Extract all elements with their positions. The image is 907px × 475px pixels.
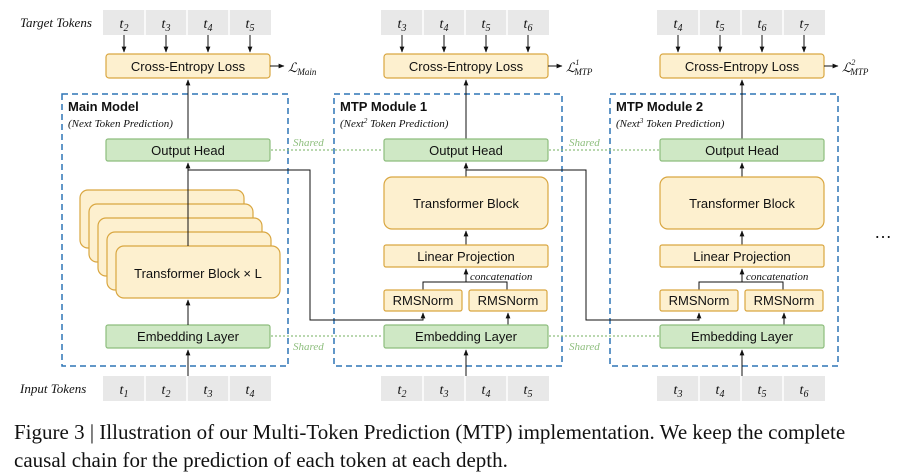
mtp1-input-tokens: t2 t3 t4 t5 [381, 376, 549, 401]
main-input-tokens: t1 t2 t3 t4 [103, 376, 271, 401]
mtp-module-2-subtitle: (Next3 Token Prediction) [616, 117, 725, 130]
mtp2-rmsnorm-right-label: RMSNorm [754, 293, 815, 308]
ellipsis: … [874, 222, 892, 242]
mtp1-linear-label: Linear Projection [417, 249, 515, 264]
mtp1-output-head-label: Output Head [429, 143, 503, 158]
mtp-module-2-title: MTP Module 2 [616, 99, 703, 114]
mtp2-transformer-box [659, 176, 825, 230]
mtp1-to-mtp2-connector [466, 169, 702, 321]
mtp2-output-head-box [659, 138, 825, 162]
main-input-token: t1 [120, 383, 129, 400]
shared-label: Shared [293, 341, 324, 353]
input-tokens-label: Input Tokens [19, 381, 86, 396]
mtp-module-1-border [333, 93, 563, 367]
figure-caption: Figure 3 | Illustration of our Multi-Tok… [14, 420, 846, 472]
mtp1-target-token: t5 [482, 17, 491, 34]
mtp1-embedding-label: Embedding Layer [415, 329, 518, 344]
main-target-token: t3 [162, 17, 171, 34]
main-to-mtp1-connector [188, 169, 426, 321]
mtp2-target-token: t6 [758, 17, 767, 34]
mtp2-target-token: t5 [716, 17, 725, 34]
mtp1-output-head-box [383, 138, 549, 162]
mtp-module-1-title: MTP Module 1 [340, 99, 427, 114]
mtp-module-1-subtitle: (Next2 Token Prediction) [340, 117, 449, 130]
mtp1-transformer-label: Transformer Block [413, 196, 519, 211]
main-input-token: t4 [246, 383, 255, 400]
mtp-module-2-column: MTP Module 2 (Next3 Token Prediction) t4… [609, 10, 869, 401]
mtp2-linear-box [659, 244, 825, 268]
mtp1-rmsnorm-right-label: RMSNorm [478, 293, 539, 308]
mtp1-target-token: t4 [440, 17, 449, 34]
main-transformer-stack [79, 189, 281, 299]
main-target-token: t5 [246, 17, 255, 34]
main-embedding-label: Embedding Layer [137, 329, 240, 344]
mtp2-input-token: t4 [716, 383, 725, 400]
mtp2-target-tokens: t4 t5 t6 t7 [657, 10, 825, 35]
main-loss-label: Cross-Entropy Loss [131, 59, 246, 74]
mtp2-input-token: t5 [758, 383, 767, 400]
mtp1-rmsnorm-left-box [383, 289, 463, 312]
mtp2-loss-label: Cross-Entropy Loss [685, 59, 800, 74]
mtp1-input-token: t2 [398, 383, 407, 400]
mtp2-concatenation-label: concatenation [746, 271, 809, 283]
mtp2-input-token: t3 [674, 383, 683, 400]
mtp2-rmsnorm-left-box [659, 289, 739, 312]
mtp2-target-token: t4 [674, 17, 683, 34]
mtp1-linear-box [383, 244, 549, 268]
mtp2-input-tokens: t3 t4 t5 t6 [657, 376, 825, 401]
mtp1-concatenation-label: concatenation [470, 271, 533, 283]
mtp2-linear-label: Linear Projection [693, 249, 791, 264]
main-target-tokens: t2 t3 t4 t5 [103, 10, 271, 35]
main-input-token: t2 [162, 383, 171, 400]
shared-label: Shared [569, 137, 600, 149]
mtp2-rmsnorm-right-box [744, 289, 824, 312]
mtp-architecture-diagram: Target Tokens Input Tokens Main Model (N… [19, 10, 892, 401]
mtp1-rmsnorm-right-box [468, 289, 548, 312]
main-target-token: t4 [204, 17, 213, 34]
mtp2-input-token: t6 [800, 383, 809, 400]
main-output-head-label: Output Head [151, 143, 225, 158]
mtp2-embedding-box [659, 324, 825, 349]
main-target-token: t2 [120, 17, 129, 34]
mtp2-transformer-label: Transformer Block [689, 196, 795, 211]
main-model-column: Main Model (Next Token Prediction) t2 t3… [61, 10, 317, 401]
mtp1-input-token: t5 [524, 383, 533, 400]
cross-module-connections: Shared Shared Shared Shared [188, 137, 702, 353]
mtp1-loss-label: Cross-Entropy Loss [409, 59, 524, 74]
main-loss-symbol: ℒMain [288, 60, 317, 77]
main-input-token: t3 [204, 383, 213, 400]
main-model-subtitle: (Next Token Prediction) [68, 118, 173, 130]
mtp1-input-token: t3 [440, 383, 449, 400]
target-tokens-label: Target Tokens [20, 15, 92, 30]
mtp1-embedding-box [383, 324, 549, 349]
main-transformer-box [115, 245, 281, 299]
main-model-border [61, 93, 289, 367]
main-model-title: Main Model [68, 99, 139, 114]
shared-label: Shared [569, 341, 600, 353]
mtp2-output-head-label: Output Head [705, 143, 779, 158]
mtp1-rmsnorm-left-label: RMSNorm [393, 293, 454, 308]
mtp1-transformer-box [383, 176, 549, 230]
shared-label: Shared [293, 137, 324, 149]
mtp2-target-token: t7 [800, 17, 810, 34]
mtp2-embedding-label: Embedding Layer [691, 329, 794, 344]
mtp-module-2-border [609, 93, 839, 367]
mtp-module-1-column: MTP Module 1 (Next2 Token Prediction) t3… [333, 10, 593, 401]
main-transformer-label: Transformer Block × L [134, 266, 262, 281]
mtp1-target-token: t3 [398, 17, 407, 34]
mtp1-input-token: t4 [482, 383, 491, 400]
mtp2-rmsnorm-left-label: RMSNorm [669, 293, 730, 308]
mtp1-target-tokens: t3 t4 t5 t6 [381, 10, 549, 35]
main-output-head-box [105, 138, 271, 162]
mtp1-target-token: t6 [524, 17, 533, 34]
